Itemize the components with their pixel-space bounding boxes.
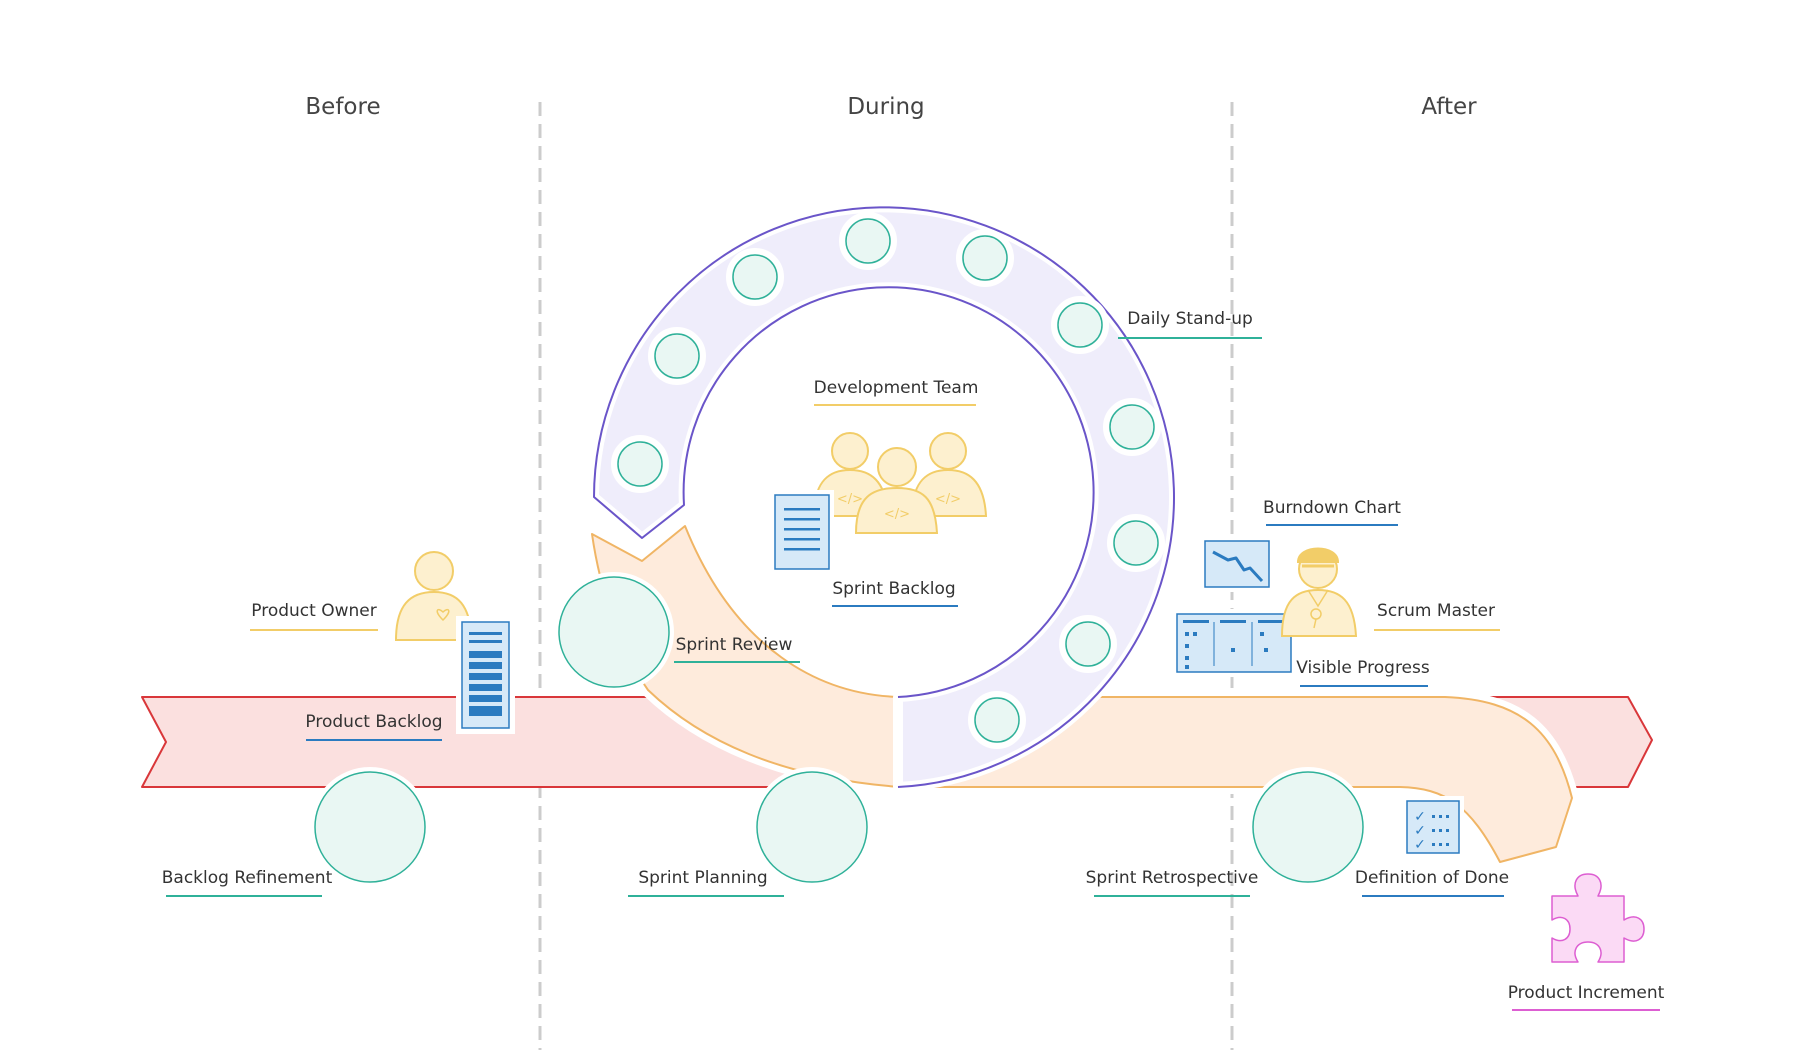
daily-circle	[962, 235, 1008, 281]
daily-circle	[845, 218, 891, 264]
label-product-backlog: Product Backlog	[305, 712, 443, 741]
sprint-planning-label: Sprint Planning	[638, 868, 767, 888]
daily-circle	[1109, 404, 1155, 450]
product-backlog-document-icon	[456, 616, 515, 734]
visible-progress-board-icon	[1172, 609, 1296, 677]
backlog-refinement-circle	[314, 771, 426, 883]
daily-circle	[654, 333, 700, 379]
sprint-review-circle	[558, 576, 670, 688]
label-sprint-planning: Sprint Planning	[628, 868, 784, 897]
definition-of-done-checklist-icon: ✓ ✓ ✓	[1402, 796, 1464, 858]
scrum-master-label: Scrum Master	[1377, 601, 1495, 621]
label-product-owner: Product Owner	[250, 601, 378, 631]
daily-circles	[611, 212, 1165, 749]
product-increment-label: Product Increment	[1508, 983, 1665, 1003]
label-sprint-review: Sprint Review	[674, 635, 800, 663]
burndown-chart-icon	[1200, 536, 1274, 592]
burndown-chart-label: Burndown Chart	[1263, 498, 1401, 518]
scrum-master-icon	[1280, 547, 1358, 637]
sprint-planning-circle	[756, 771, 868, 883]
phase-before-label: Before	[305, 94, 380, 120]
label-definition-of-done: Definition of Done	[1355, 868, 1509, 897]
label-development-team: Development Team	[814, 378, 979, 406]
development-team-icon: </> </> </>	[812, 432, 988, 534]
sprint-retrospective-circle	[1252, 771, 1364, 883]
label-daily-standup: Daily Stand-up	[1118, 309, 1262, 339]
sprint-loop-band-edge	[593, 206, 1175, 788]
sprint-review-label: Sprint Review	[676, 635, 793, 655]
visible-progress-label: Visible Progress	[1296, 658, 1430, 678]
svg-text:</>: </>	[884, 507, 910, 522]
svg-text:</>: </>	[837, 492, 863, 507]
development-team-label: Development Team	[814, 378, 979, 398]
label-sprint-backlog: Sprint Backlog	[832, 579, 958, 607]
phase-during-label: During	[847, 94, 924, 120]
svg-text:✓: ✓	[1414, 823, 1426, 839]
sprint-backlog-document-icon	[770, 490, 834, 574]
daily-circle	[732, 254, 778, 300]
phase-after-label: After	[1421, 94, 1477, 120]
svg-text:✓: ✓	[1414, 809, 1426, 825]
svg-text:✓: ✓	[1414, 837, 1426, 853]
product-owner-label: Product Owner	[251, 601, 376, 621]
sprint-backlog-label: Sprint Backlog	[832, 579, 955, 599]
label-visible-progress: Visible Progress	[1296, 658, 1430, 687]
svg-text:</>: </>	[935, 492, 961, 507]
label-sprint-retrospective: Sprint Retrospective	[1086, 868, 1259, 897]
event-circles	[310, 572, 1368, 887]
daily-circle	[1065, 621, 1111, 667]
label-scrum-master: Scrum Master	[1374, 601, 1500, 631]
daily-circle	[1057, 302, 1103, 348]
definition-of-done-label: Definition of Done	[1355, 868, 1509, 888]
label-burndown-chart: Burndown Chart	[1263, 498, 1401, 526]
label-product-increment: Product Increment	[1508, 983, 1665, 1011]
product-backlog-label: Product Backlog	[305, 712, 442, 732]
daily-circle	[974, 697, 1020, 743]
label-backlog-refinement: Backlog Refinement	[162, 868, 333, 897]
backlog-refinement-label: Backlog Refinement	[162, 868, 333, 888]
product-increment-puzzle-icon	[1551, 873, 1645, 963]
developer-person-icon: </>	[854, 447, 939, 534]
daily-standup-label: Daily Stand-up	[1127, 309, 1253, 329]
daily-circle	[617, 441, 663, 487]
sprint-loop	[589, 202, 1179, 792]
sprint-retrospective-label: Sprint Retrospective	[1086, 868, 1259, 888]
daily-circle	[1113, 520, 1159, 566]
